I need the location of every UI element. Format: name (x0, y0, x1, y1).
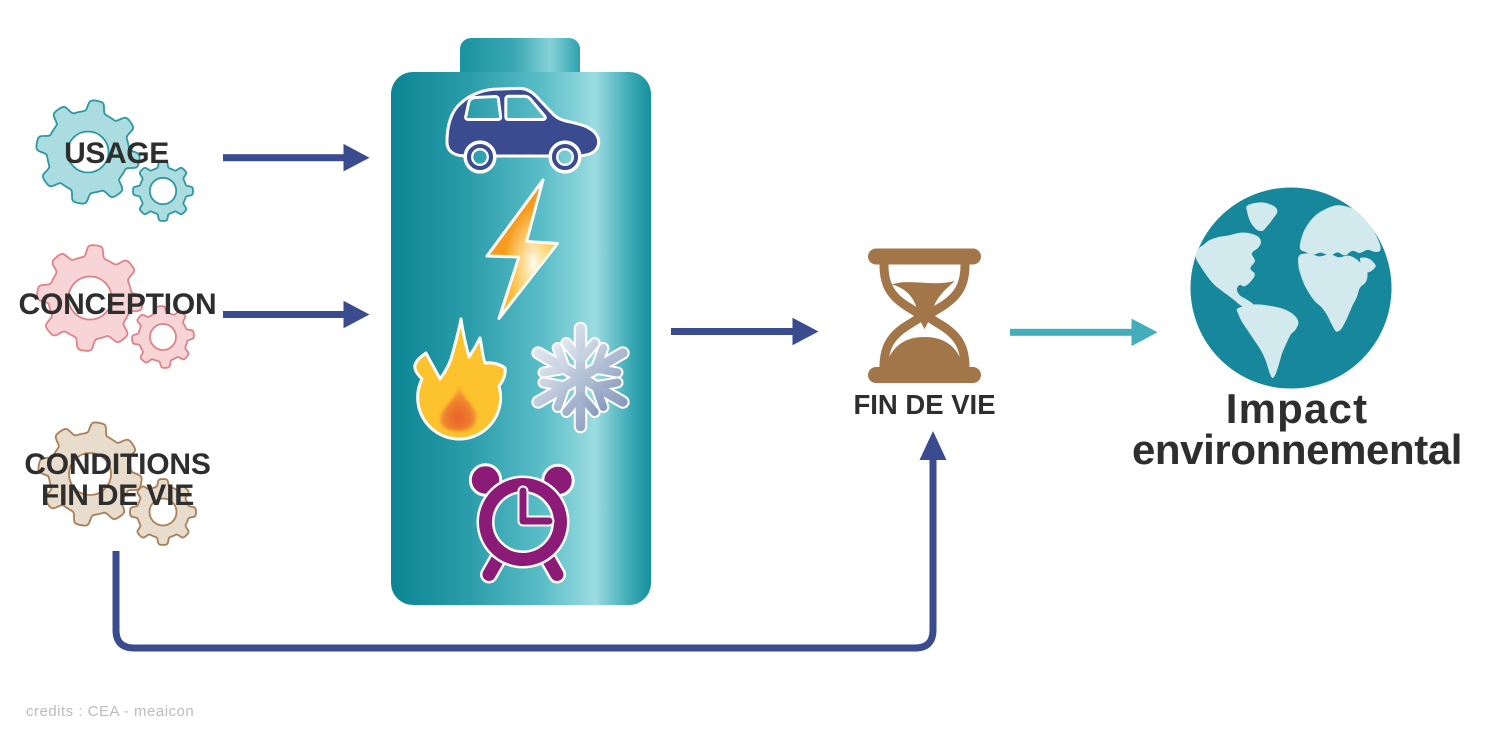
svg-text:FIN DE VIE: FIN DE VIE (41, 479, 194, 512)
svg-text:environnemental: environnemental (1132, 426, 1462, 473)
svg-text:FIN DE VIE: FIN DE VIE (853, 389, 995, 420)
svg-text:CONDITIONS: CONDITIONS (24, 448, 210, 481)
svg-text:Impact: Impact (1226, 385, 1369, 432)
svg-text:CONCEPTION: CONCEPTION (18, 288, 216, 321)
svg-text:credits : CEA - meaicon: credits : CEA - meaicon (26, 703, 194, 720)
svg-text:USAGE: USAGE (64, 137, 169, 170)
